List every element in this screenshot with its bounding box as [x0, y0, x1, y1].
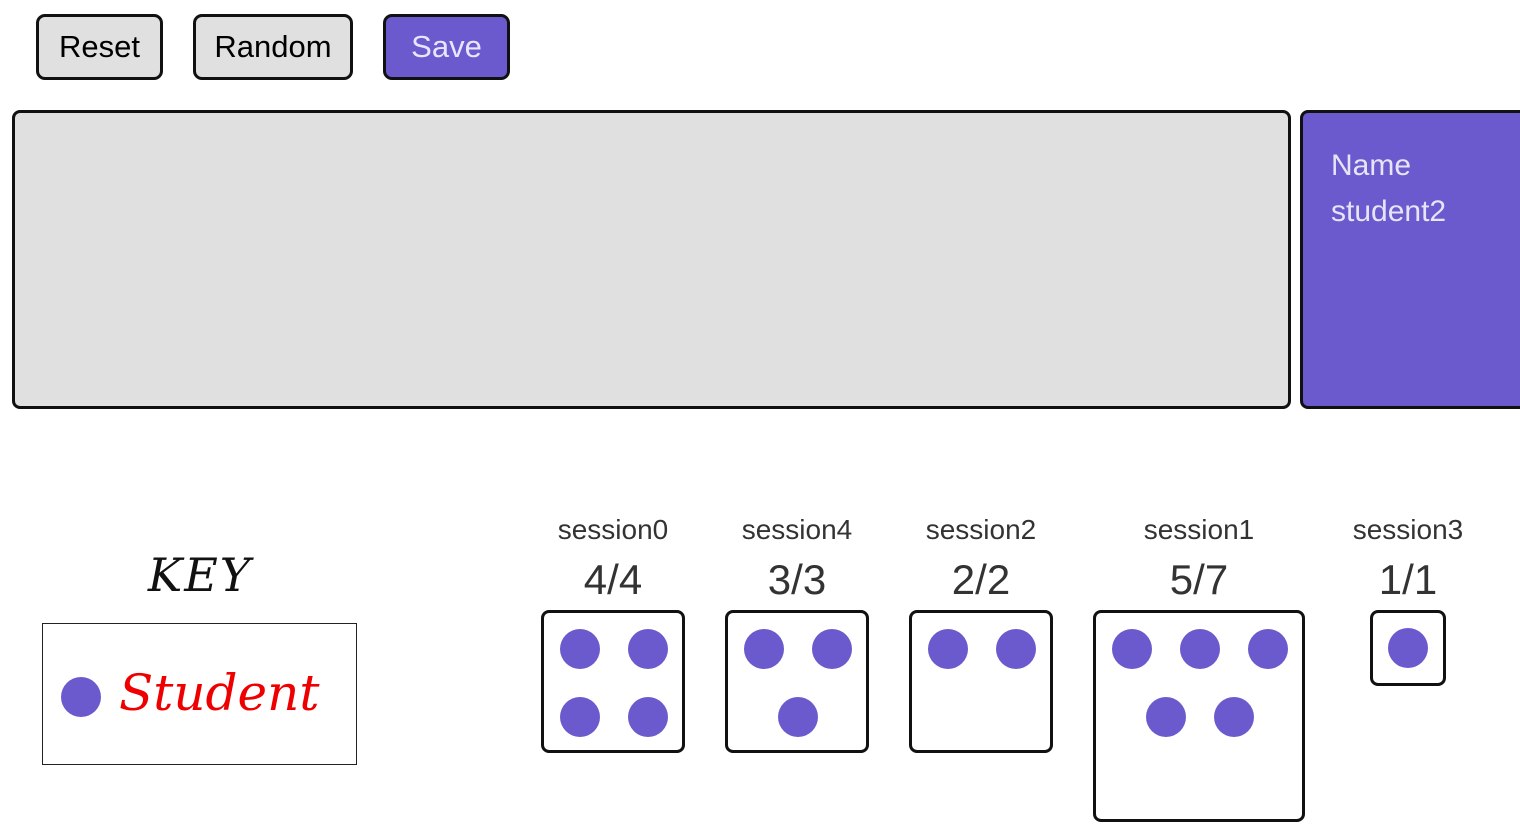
session-count: 3/3	[767, 556, 827, 603]
session-count: 5/7	[1169, 556, 1229, 603]
session-box[interactable]	[909, 610, 1053, 753]
student-seat[interactable]	[628, 629, 668, 669]
student-seat[interactable]	[812, 629, 852, 669]
session-box[interactable]	[1093, 610, 1305, 822]
workspace-area[interactable]	[12, 110, 1291, 409]
session-name: session0	[557, 514, 669, 545]
student-seat[interactable]	[1146, 697, 1186, 737]
student-seat[interactable]	[1112, 629, 1152, 669]
student-seat[interactable]	[1180, 629, 1220, 669]
reset-button[interactable]: Reset	[36, 14, 163, 80]
session-name: session1	[1143, 514, 1255, 545]
student-seat[interactable]	[928, 629, 968, 669]
save-button[interactable]: Save	[383, 14, 510, 80]
random-button[interactable]: Random	[193, 14, 353, 80]
session-name: session2	[925, 514, 1037, 545]
student-seat[interactable]	[628, 697, 668, 737]
session-box[interactable]	[725, 610, 869, 753]
student-seat[interactable]	[560, 697, 600, 737]
details-value: student2	[1331, 195, 1447, 228]
session-count: 4/4	[583, 556, 643, 603]
session-name: session4	[741, 514, 853, 545]
student-seat[interactable]	[1214, 697, 1254, 737]
key-legend: Student	[42, 623, 357, 765]
key-title: KEY	[147, 548, 253, 602]
session-count: 2/2	[951, 556, 1011, 603]
student-seat[interactable]	[560, 629, 600, 669]
session-box[interactable]	[541, 610, 685, 753]
student-seat[interactable]	[1248, 629, 1288, 669]
student-details-panel: Name student2	[1300, 110, 1520, 409]
details-title: Name	[1331, 149, 1412, 182]
student-seat[interactable]	[1388, 628, 1428, 668]
student-dot-icon	[61, 677, 101, 717]
student-seat[interactable]	[778, 697, 818, 737]
session-box[interactable]	[1370, 610, 1446, 686]
key-student-label: Student	[119, 664, 320, 722]
session-count: 1/1	[1378, 556, 1438, 603]
session-name: session3	[1352, 514, 1464, 545]
student-seat[interactable]	[744, 629, 784, 669]
student-seat[interactable]	[996, 629, 1036, 669]
